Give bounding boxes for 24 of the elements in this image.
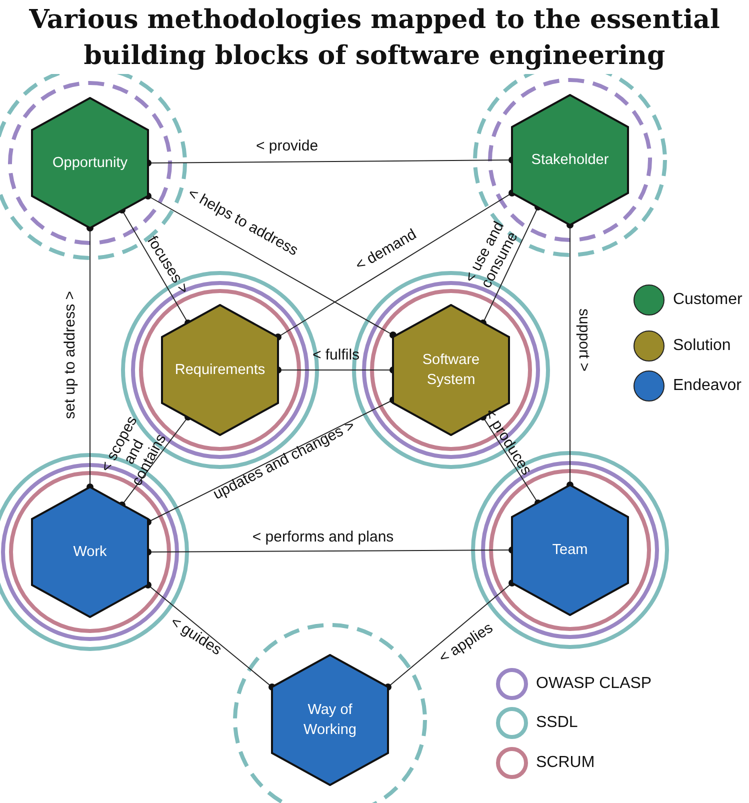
node-label: Team xyxy=(552,541,588,560)
connector-line xyxy=(144,192,396,338)
legend-label: SSDL xyxy=(536,714,578,732)
legend-label: Solution xyxy=(673,337,731,355)
legend-label: OWASP CLASP xyxy=(536,675,652,693)
edge-label: < provide xyxy=(256,138,318,154)
connector-line xyxy=(86,224,94,490)
legend-label: Customer xyxy=(673,291,742,309)
edge-label: set up to address > xyxy=(62,291,78,419)
node-label: Way of Working xyxy=(302,701,358,740)
edge-label: < performs and plans xyxy=(252,528,394,546)
edge-label: < fulfils xyxy=(312,346,360,364)
connector-line xyxy=(274,190,516,340)
node-label: Software System xyxy=(421,351,481,390)
node-label: Requirements xyxy=(174,361,266,380)
legend-label: SCRUM xyxy=(536,754,595,772)
node-label: Work xyxy=(73,543,107,562)
node-label: Stakeholder xyxy=(531,151,609,170)
connector-line xyxy=(566,222,574,488)
connector-line xyxy=(144,582,276,690)
connector-line xyxy=(384,580,516,690)
edge-label: support > xyxy=(576,308,592,372)
node-label: Opportunity xyxy=(52,154,128,173)
legend-label: Endeavor xyxy=(673,377,742,395)
